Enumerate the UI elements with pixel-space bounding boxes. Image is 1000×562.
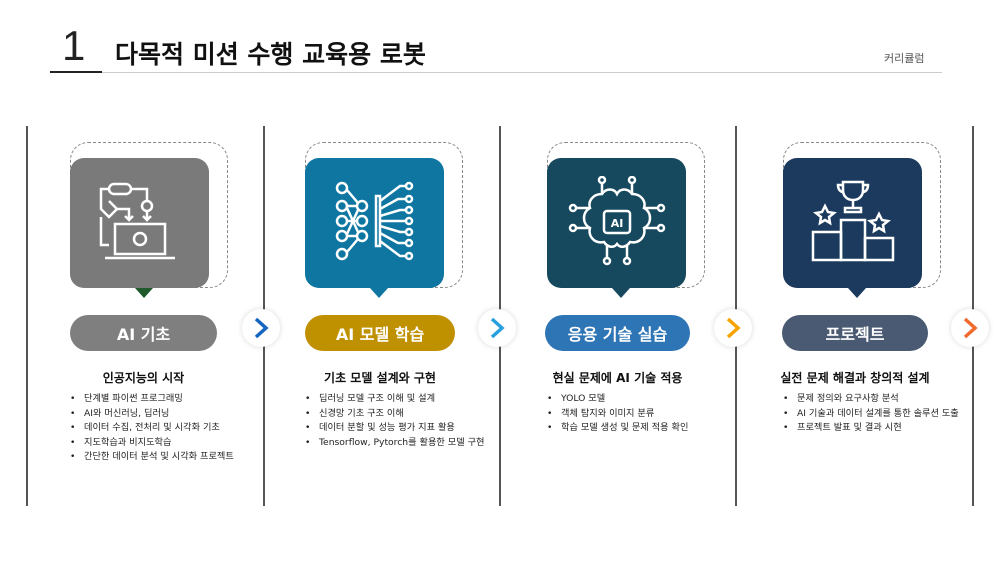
- chevron-right-icon: [963, 317, 978, 339]
- step-card: [305, 158, 444, 288]
- step-card: [70, 158, 209, 288]
- next-arrow-button[interactable]: [951, 309, 989, 347]
- list-item: 객체 탐지와 이미지 분류: [547, 407, 688, 422]
- list-item: 딥러닝 모델 구조 이해 및 설계: [305, 392, 485, 407]
- list-item: 데이터 수집, 전처리 및 시각화 기초: [70, 421, 234, 436]
- card-pointer: [612, 288, 630, 298]
- list-item: 데이터 분할 및 성능 평가 지표 활용: [305, 421, 485, 436]
- list-item: 학습 모델 생성 및 문제 적용 확인: [547, 421, 688, 436]
- list-item: YOLO 모델: [547, 392, 688, 407]
- flowchart-laptop-icon: [95, 176, 185, 270]
- list-item: 신경망 기초 구조 이해: [305, 407, 485, 422]
- card-pointer: [135, 288, 153, 298]
- step-card: [783, 158, 922, 288]
- chevron-right-icon: [726, 317, 741, 339]
- list-item: AI와 머신러닝, 딥러닝: [70, 407, 234, 422]
- next-arrow-button[interactable]: [714, 309, 752, 347]
- step-bullet-list: 단계별 파이썬 프로그래밍AI와 머신러닝, 딥러닝데이터 수집, 전처리 및 …: [70, 392, 234, 465]
- number-underline: [50, 71, 102, 73]
- list-item: 문제 정의와 요구사항 분석: [783, 392, 959, 407]
- chevron-right-icon: [254, 317, 269, 339]
- card-pointer: [848, 288, 866, 298]
- column-divider: [26, 126, 28, 506]
- step-label-pill: AI 기초: [70, 315, 217, 351]
- header-rule: [102, 72, 942, 73]
- page-title: 다목적 미션 수행 교육용 로봇: [115, 40, 426, 69]
- ai-brain-icon: AI: [567, 175, 667, 270]
- section-number: 1: [62, 22, 86, 69]
- step-bullet-list: 딥러닝 모델 구조 이해 및 설계신경망 기초 구조 이해데이터 분할 및 성능…: [305, 392, 485, 450]
- svg-text:AI: AI: [610, 217, 623, 230]
- list-item: Tensorflow, Pytorch를 활용한 모델 구현: [305, 436, 485, 451]
- step-heading: 기초 모델 설계와 구현: [324, 371, 436, 385]
- step-heading: 실전 문제 해결과 창의적 설계: [780, 371, 930, 385]
- step-label-pill: AI 모델 학습: [305, 315, 455, 351]
- step-heading: 인공지능의 시작: [102, 371, 185, 385]
- next-arrow-button[interactable]: [478, 309, 516, 347]
- list-item: 단계별 파이썬 프로그래밍: [70, 392, 234, 407]
- step-label-pill: 프로젝트: [782, 315, 928, 351]
- neural-network-icon: [330, 176, 420, 270]
- card-pointer: [370, 288, 388, 298]
- step-label-pill: 응용 기술 실습: [545, 315, 690, 351]
- list-item: 지도학습과 비지도학습: [70, 436, 234, 451]
- section-label: 커리큘럼: [884, 52, 925, 65]
- step-heading: 현실 문제에 AI 기술 적용: [552, 371, 683, 385]
- chevron-right-icon: [490, 317, 505, 339]
- podium-trophy-icon: [803, 176, 903, 270]
- step-card: AI: [547, 158, 686, 288]
- next-arrow-button[interactable]: [242, 309, 280, 347]
- step-bullet-list: YOLO 모델객체 탐지와 이미지 분류학습 모델 생성 및 문제 적용 확인: [547, 392, 688, 436]
- step-bullet-list: 문제 정의와 요구사항 분석AI 기술과 데이터 설계를 통한 솔루션 도출프로…: [783, 392, 959, 436]
- list-item: 간단한 데이터 분석 및 시각화 프로젝트: [70, 450, 234, 465]
- list-item: 프로젝트 발표 및 결과 시현: [783, 421, 959, 436]
- list-item: AI 기술과 데이터 설계를 통한 솔루션 도출: [783, 407, 959, 422]
